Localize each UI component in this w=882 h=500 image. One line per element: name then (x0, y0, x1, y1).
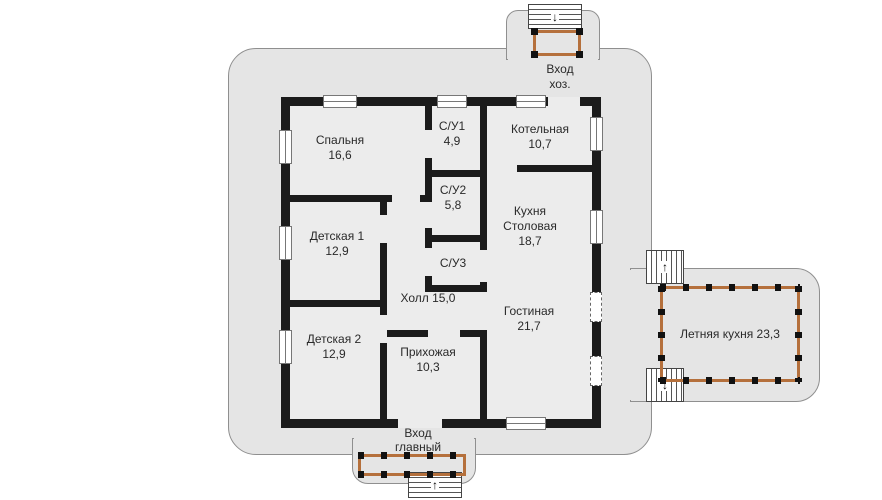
room-label-wc3: С/У3 (440, 256, 466, 271)
interior-wall (290, 300, 387, 307)
room-area: 18,7 (518, 234, 542, 248)
porch-post (531, 28, 538, 35)
window (590, 210, 603, 244)
door-opening-main (398, 419, 442, 428)
interior-wall (425, 276, 432, 292)
entrance-line1: Вход (546, 62, 574, 76)
house-floor (290, 106, 592, 419)
exterior-wall-left (281, 97, 290, 428)
interior-wall (420, 195, 432, 202)
door-opening-summer-kitchen-lower (590, 356, 602, 386)
room-label-boiler: Котельная 10,7 (511, 122, 569, 152)
stairs-summer-kitchen-lower: ↓ (646, 368, 684, 402)
interior-wall (425, 228, 432, 248)
room-area: 4,9 (443, 134, 461, 148)
room-label-kitchen: Кухня Столовая 18,7 (503, 204, 557, 249)
window (279, 130, 292, 164)
interior-wall (480, 330, 487, 419)
room-name: Гостиная (503, 304, 555, 318)
room-label-living: Гостиная 21,7 (504, 304, 554, 334)
room-name: Кухня (513, 204, 547, 218)
summer-kitchen-platform: Летняя кухня 23,3 (658, 284, 802, 384)
room-area: 10,3 (416, 360, 440, 374)
entrance-line2: главный (394, 440, 442, 454)
room-label-wc2: С/У2 5,8 (440, 183, 466, 213)
interior-wall (517, 165, 592, 172)
room-label-wc1: С/У1 4,9 (439, 119, 465, 149)
room-area: 5,8 (444, 198, 462, 212)
window (279, 226, 292, 260)
porch-posts (660, 284, 800, 291)
room-area: 16,6 (328, 148, 352, 162)
room-label-kids1: Детская 1 12,9 (310, 229, 364, 259)
porch-posts (358, 452, 466, 459)
window (279, 330, 292, 364)
room-label-kids2: Детская 2 12,9 (307, 332, 361, 362)
label-service-entrance: Вход хоз. (546, 62, 573, 92)
interior-wall (480, 106, 487, 250)
label-main-entrance: Вход главный (395, 426, 441, 454)
porch-posts (658, 286, 665, 382)
porch-post (576, 51, 583, 58)
window (516, 95, 546, 108)
interior-wall (380, 202, 387, 215)
room-area: 12,9 (322, 347, 346, 361)
room-name: Детская 2 (306, 332, 362, 346)
door-opening-service (548, 97, 580, 106)
room-area: 21,7 (517, 319, 541, 333)
porch-post (531, 51, 538, 58)
interior-wall (460, 330, 480, 337)
room-name-2: Столовая (503, 219, 557, 233)
room-name: Детская 1 (309, 229, 365, 243)
room-name: Котельная (510, 122, 570, 136)
interior-wall (432, 170, 480, 177)
entrance-line2: хоз. (549, 77, 571, 91)
door-opening-summer-kitchen-upper (590, 292, 602, 322)
porch-posts (358, 471, 466, 478)
interior-wall (425, 285, 487, 292)
exterior-wall-right (592, 97, 601, 428)
stairs-service-entrance: ↓ (528, 4, 582, 29)
room-label-entry-hall: Прихожая 10,3 (400, 345, 456, 375)
room-name: С/У1 (438, 119, 466, 133)
room-label-hall: Холл 15,0 (401, 291, 456, 306)
room-name: Холл 15,0 (400, 291, 456, 305)
room-name: С/У3 (439, 256, 467, 270)
window (506, 417, 546, 430)
window (323, 95, 357, 108)
room-area: 12,9 (325, 244, 349, 258)
room-area: 10,7 (528, 137, 552, 151)
window (590, 117, 603, 151)
main-porch-platform (358, 452, 466, 478)
stairs-arrow-icon: ↑ (661, 260, 669, 274)
room-name: Прихожая (400, 345, 456, 359)
stairs-summer-kitchen-upper: ↑ (646, 250, 684, 284)
room-label-bedroom: Спальня 16,6 (316, 133, 364, 163)
stairs-arrow-icon: ↑ (431, 478, 439, 492)
room-name: Спальня (315, 133, 365, 147)
room-name: С/У2 (439, 183, 467, 197)
interior-wall (425, 158, 432, 200)
stairs-arrow-icon: ↓ (661, 378, 669, 392)
stairs-arrow-icon: ↓ (551, 9, 559, 24)
entrance-line1: Вход (404, 426, 432, 440)
porch-post (576, 28, 583, 35)
window (437, 95, 467, 108)
service-porch-platform (531, 28, 583, 58)
interior-wall (432, 235, 480, 242)
interior-wall (290, 195, 392, 202)
interior-wall (387, 330, 428, 337)
interior-wall (380, 343, 387, 419)
outline-join-top (508, 44, 598, 61)
interior-wall (425, 106, 432, 130)
interior-wall (380, 243, 387, 315)
room-label-summer-kitchen: Летняя кухня 23,3 (680, 327, 780, 341)
porch-posts (795, 286, 802, 382)
porch-posts (660, 377, 800, 384)
